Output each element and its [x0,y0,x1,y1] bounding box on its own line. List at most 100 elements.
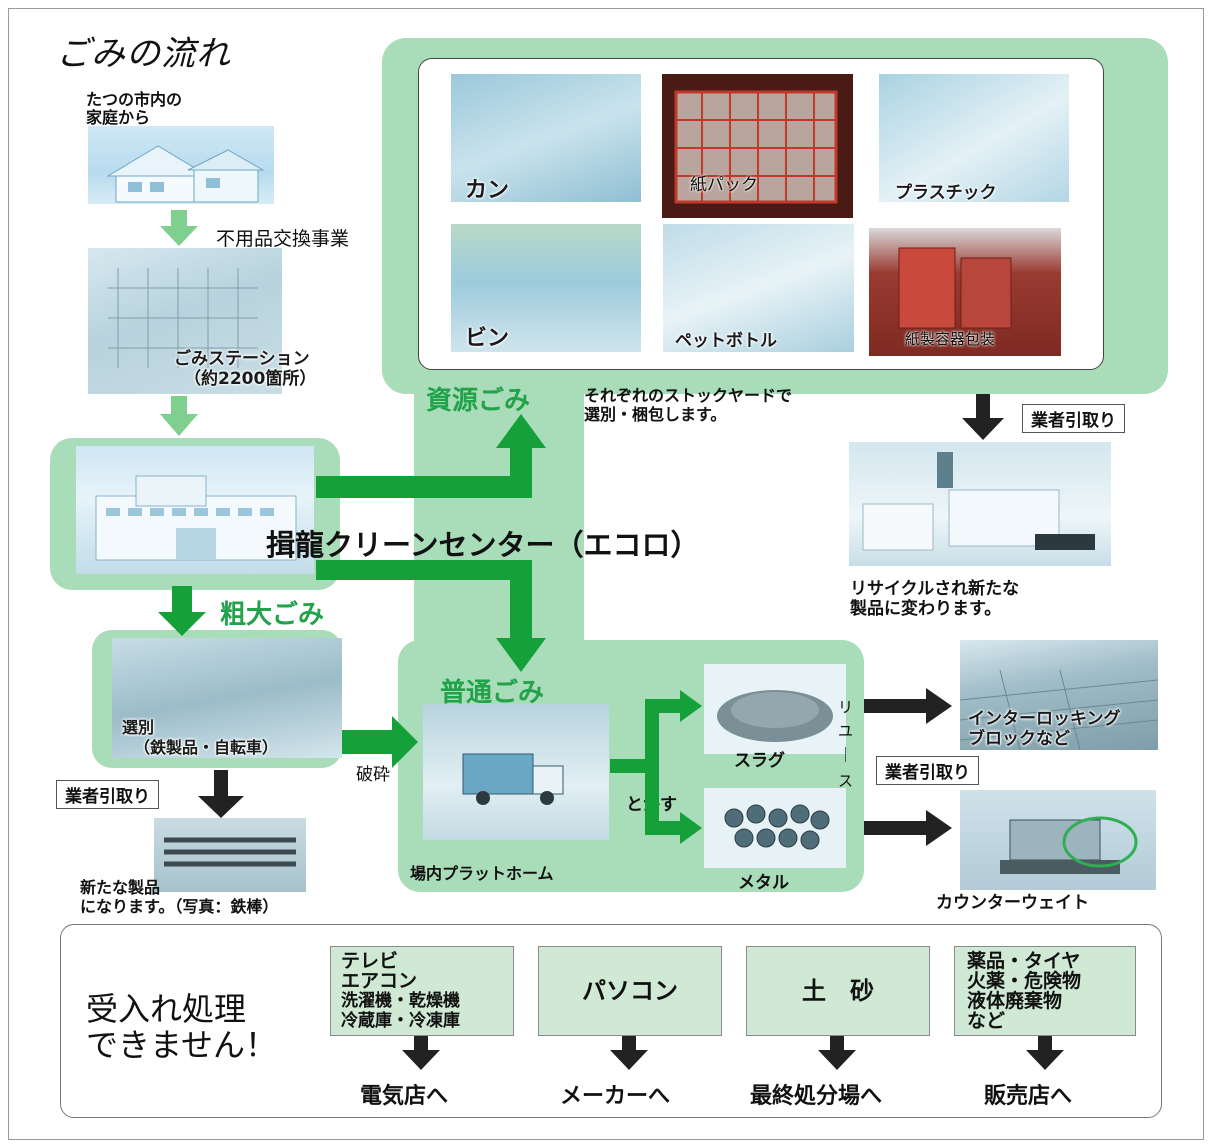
appliances-line4: 冷蔵庫・冷凍庫 [341,1011,460,1031]
bulky-sort-line2: （鉄製品・自転車） [134,738,279,757]
house-illustration [106,145,265,203]
paper-pack-photo: 紙パック [662,74,853,218]
regular-title: 普通ごみ [440,678,545,708]
interlocking-line1: インターロッキング [968,709,1121,729]
house-photo [88,126,274,204]
station-label-line1: ごみステーション [174,349,310,369]
metal-label: メタル [738,873,789,893]
contractor-label-right: 業者引取り [876,756,979,785]
station-cage-illustration [108,268,258,368]
appliances-line1: テレビ [341,950,399,972]
arrow-melt-branch [610,699,684,773]
arrow-center-to-bulky [158,586,206,636]
dest-retailer: 販売店へ [984,1084,1073,1109]
bales-illustration [898,247,1012,329]
paving-illustration [959,669,1159,751]
arrow-house-to-station [160,210,198,246]
appliances-line2: エアコン [341,970,418,992]
reuse-char-2: ユ [838,722,854,740]
platform-photo [423,704,609,840]
pet-bottle-photo: ペットボトル [663,224,854,352]
dest-electronics-store: 電気店へ [360,1084,449,1109]
hazardous-line1: 薬品・タイヤ [967,950,1081,972]
dest-manufacturer: メーカーへ [560,1084,671,1109]
soil-label: 土 砂 [802,977,874,1005]
iron-bar-photo [154,818,306,892]
new-product-line2: になります。（写真：鉄棒） [80,897,279,916]
hazardous-line2: 火薬・危険物 [967,970,1082,992]
arrow-bulky-to-regular [342,716,418,768]
bottle-photo: ビン [451,224,641,352]
soil-box: 土 砂 [746,946,930,1036]
reuse-char-1: リ [838,698,854,716]
pc-box: パソコン [538,946,722,1036]
excavator-illustration [1000,816,1138,874]
slag-photo [704,664,846,754]
plastic-label: プラスチック [895,183,997,203]
cage-illustration [674,90,838,204]
metal-photo [704,788,846,868]
slag-label: スラグ [734,751,785,771]
appliances-line3: 洗濯機・乾燥機 [341,991,460,1011]
crush-label: 破砕 [356,765,390,785]
contractor-label-left: 業者引取り [56,780,159,809]
building-illustration [95,475,297,561]
page-title: ごみの流れ [56,34,231,74]
appliances-box: テレビ エアコン 洗濯機・乾燥機 冷蔵庫・冷凍庫 [330,946,514,1036]
counterweight-label: カウンターウェイト [936,893,1089,913]
arrow-resource-to-recycle [962,394,1004,440]
households-label-line1: たつの市内の [86,90,183,109]
resource-title: 資源ごみ [426,386,531,416]
counterweight-photo [960,790,1156,890]
arrow-station-to-center [160,396,198,436]
center-building-photo [76,446,314,574]
arrow-center-to-resource [316,414,546,498]
exchange-label: 不用品交換事業 [216,228,350,250]
truck-illustration [462,753,564,805]
center-name: 揖龍クリーンセンター（エコロ） [266,528,700,562]
station-label-line2: （約2200箇所） [184,369,317,389]
can-label: カン [465,178,510,203]
recycled-products-photo [849,442,1111,566]
metal-balls-illustration [724,804,830,850]
arrow-slag-to-interlocking [864,688,952,724]
products-illustration [862,452,1095,551]
paper-pack-label: 紙パック [690,175,758,195]
reuse-char-3: ｜ [838,746,854,764]
bulky-sort-line1: 選別 [122,718,155,737]
arrow-head-slag [680,690,702,722]
plastic-photo: プラスチック [879,74,1069,203]
recycle-text-line1: リサイクルされ新たな [850,579,1020,599]
interlocking-photo: インターロッキング ブロックなど [959,640,1159,751]
resource-connector-panel [414,380,584,650]
page-frame [8,8,1204,1140]
arrow-head-metal [680,812,702,844]
hazardous-line4: など [967,1010,1006,1032]
paper-container-photo: 紙製容器包装 [869,228,1061,356]
contractor-label-top: 業者引取り [1022,404,1125,433]
arrow-metal-to-counterweight [864,810,952,846]
platform-label: 場内プラットホーム [410,864,554,883]
reuse-char-4: ス [838,772,854,790]
arrow-appliances-dest [402,1036,440,1070]
not-accepted-title-line1: 受入れ処理 [86,990,247,1028]
hazardous-box: 薬品・タイヤ 火薬・危険物 液体廃棄物 など [954,946,1136,1036]
iron-bars-illustration [164,837,296,867]
recycle-text-line2: 製品に変わります。 [850,599,1002,619]
pet-bottle-label: ペットボトル [675,331,777,351]
arrow-hazardous-dest [1026,1036,1064,1070]
resource-desc-line2: 選別・梱包します。 [584,405,727,424]
arrow-center-to-regular [316,560,546,672]
slag-pile-illustration [717,690,833,742]
dest-landfill: 最終処分場へ [750,1084,883,1109]
bulky-title: 粗大ごみ [220,600,325,630]
bulky-photo: 選別 （鉄製品・自転車） [112,638,342,758]
arrow-pc-dest [610,1036,648,1070]
station-photo: ごみステーション （約2200箇所） [88,248,316,394]
arrow-metal-branch [645,766,684,835]
can-photo: カン [451,74,641,203]
hazardous-line3: 液体廃棄物 [967,990,1063,1012]
paper-container-label: 紙製容器包装 [905,330,996,348]
pc-label: パソコン [582,977,678,1005]
